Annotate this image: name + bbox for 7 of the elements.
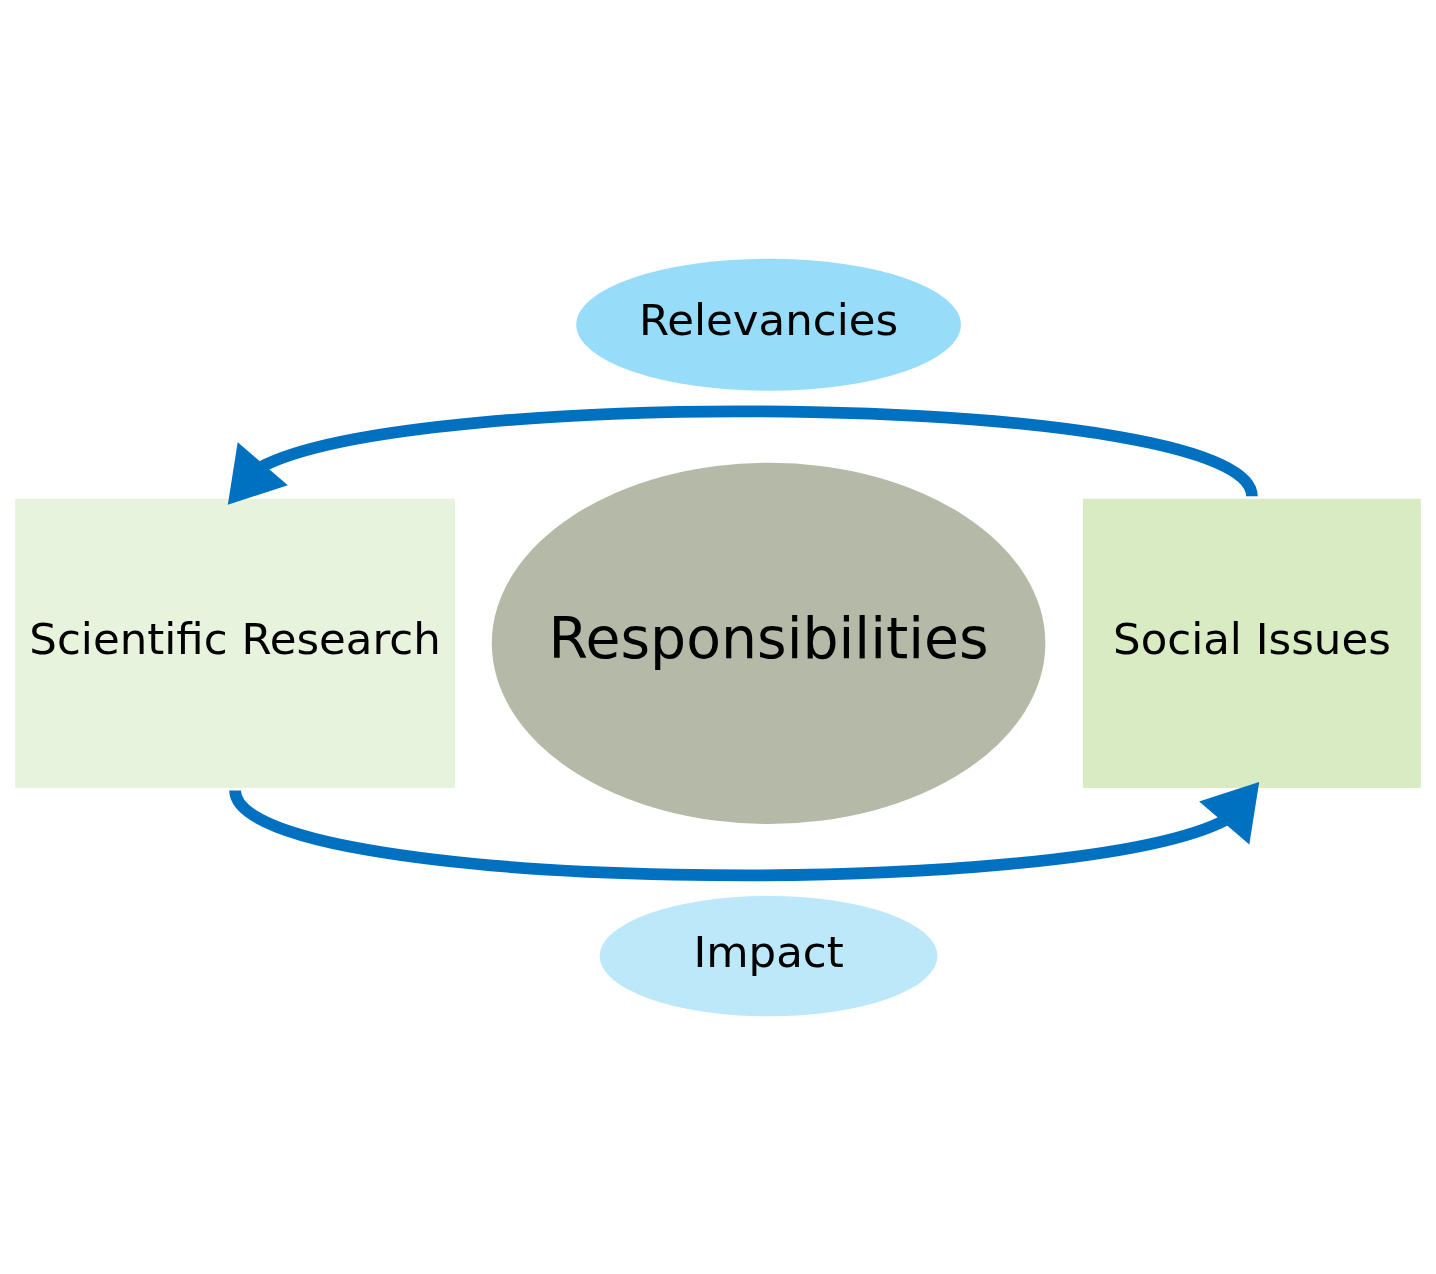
node-ellipse: Impact: [599, 895, 938, 1016]
node-ellipse: Relevancies: [576, 258, 961, 391]
node-ellipse: Responsibilities: [491, 462, 1046, 824]
arrow: [227, 405, 1257, 505]
arrow: [230, 781, 1260, 881]
node-box: Scientific Research: [15, 498, 455, 788]
node-box: Social Issues: [1083, 498, 1421, 788]
